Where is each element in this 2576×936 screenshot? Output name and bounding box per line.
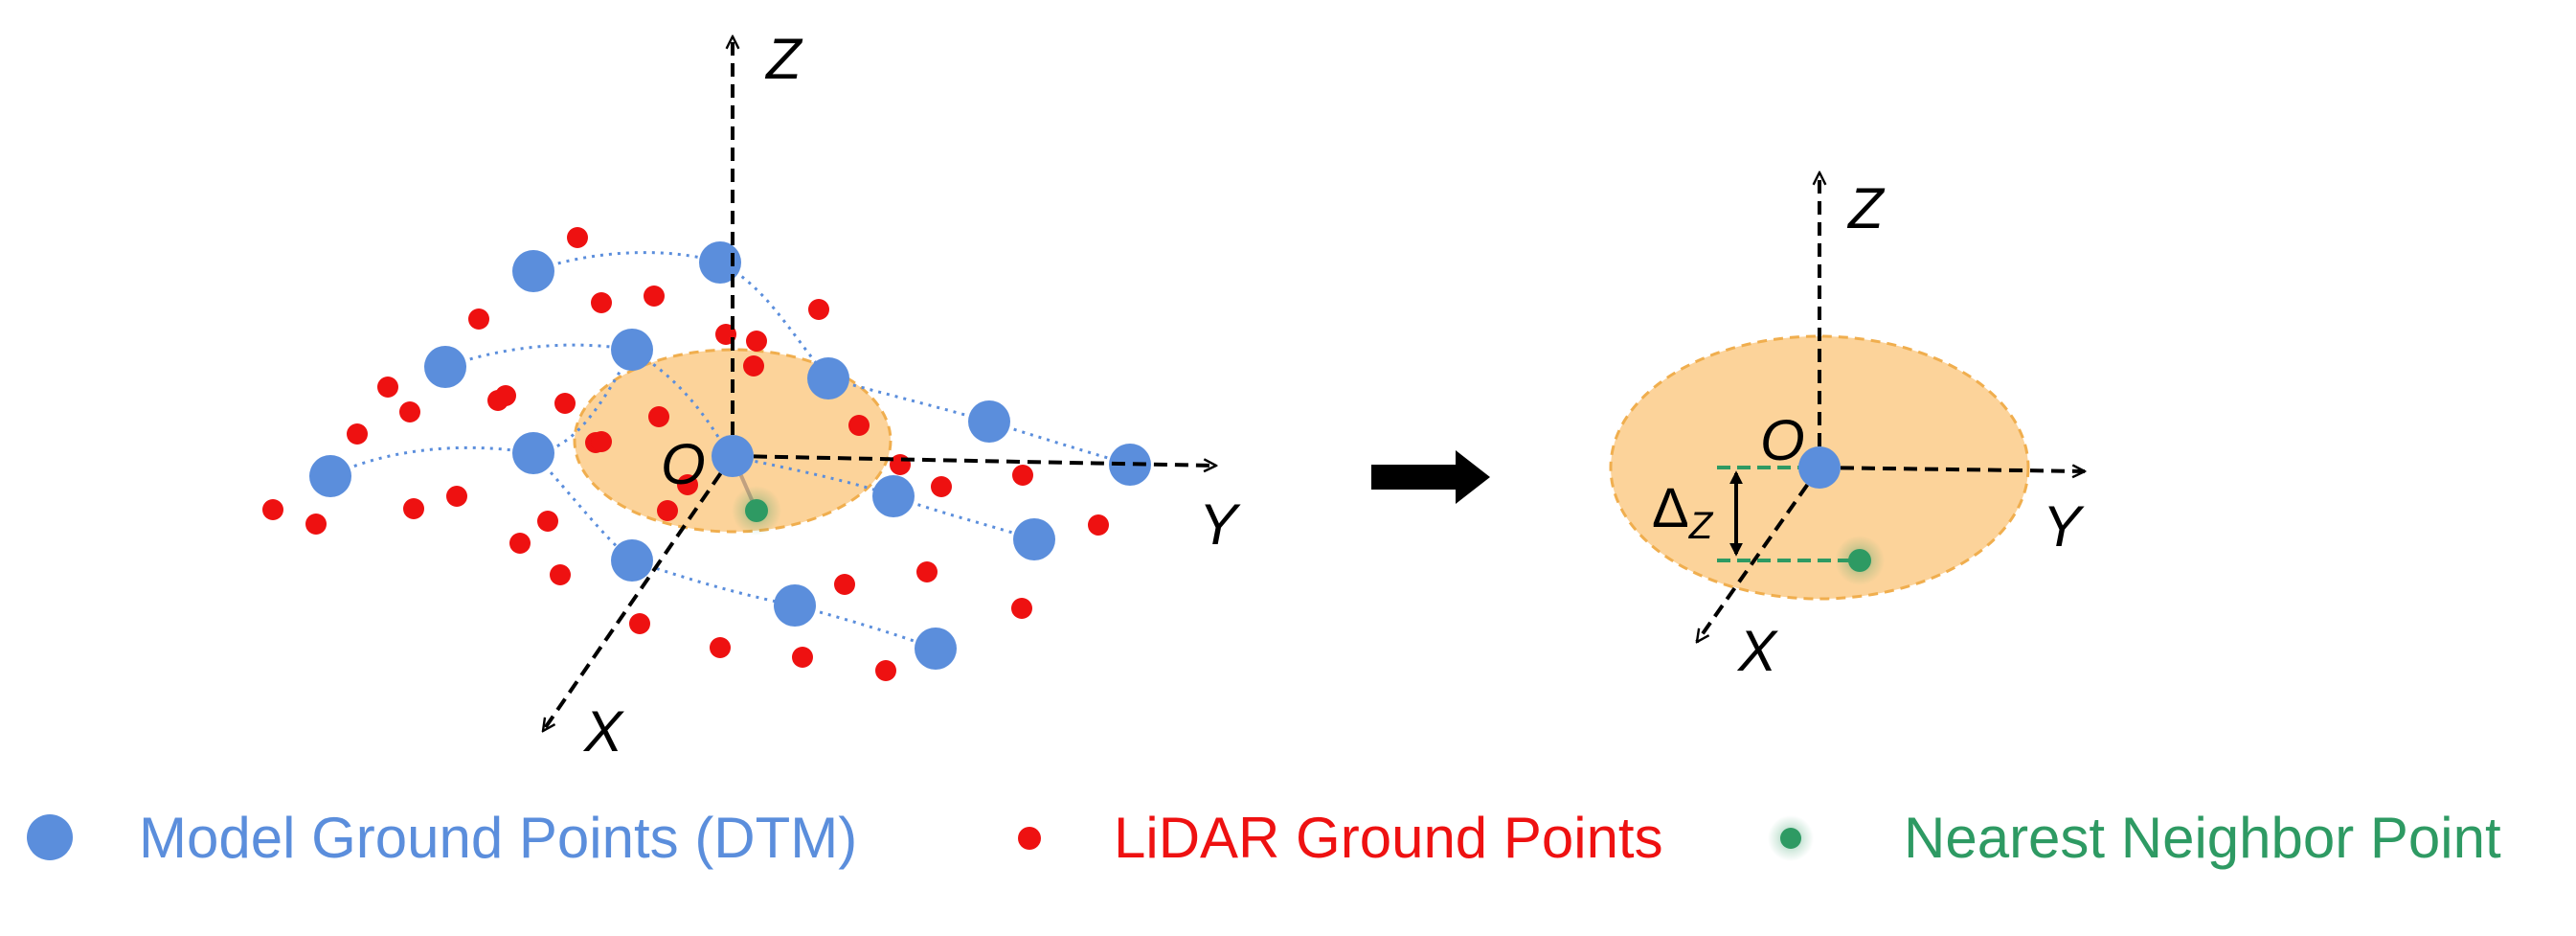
- dtm-point: [915, 628, 957, 670]
- lidar-point: [875, 660, 896, 681]
- lidar-point: [1011, 598, 1032, 619]
- right-y-label: Y: [2043, 494, 2085, 559]
- dtm-point: [611, 539, 653, 582]
- lidar-point: [644, 285, 665, 307]
- lidar-point: [377, 377, 398, 398]
- dtm-point: [424, 346, 466, 388]
- left-x-axis: [541, 454, 734, 731]
- legend-lidar-marker: [1018, 827, 1041, 850]
- lidar-point: [591, 292, 612, 313]
- lidar-point: [446, 486, 467, 507]
- lidar-point: [591, 431, 612, 452]
- dtm-point: [1013, 518, 1055, 560]
- lidar-point: [509, 533, 531, 554]
- legend-nearest-marker: [1780, 828, 1801, 849]
- right-x-axis: [1695, 466, 1821, 642]
- lidar-point: [677, 474, 698, 495]
- nearest-neighbor-point: [745, 499, 768, 522]
- lidar-point: [567, 227, 588, 248]
- lidar-point: [305, 514, 327, 535]
- lidar-point: [347, 423, 368, 445]
- dtm-point: [512, 250, 554, 292]
- lidar-point: [495, 385, 516, 406]
- lidar-point: [629, 613, 650, 634]
- lidar-point: [746, 331, 767, 352]
- right-figure: Z Y X O ΔZ: [1609, 172, 2085, 683]
- dtm-point: [968, 400, 1010, 443]
- lidar-point: [834, 574, 855, 595]
- dtm-point: [611, 329, 653, 371]
- lidar-point: [890, 454, 911, 475]
- right-nearest-neighbor-point: [1848, 549, 1871, 572]
- lidar-point: [931, 476, 952, 497]
- left-y-axis: [732, 454, 1216, 466]
- left-origin-label: O: [661, 432, 706, 496]
- lidar-point: [1088, 514, 1109, 536]
- legend-dtm-marker: [27, 814, 73, 860]
- right-origin-dtm-point: [1798, 446, 1841, 489]
- lidar-point: [916, 561, 938, 582]
- lidar-point: [848, 415, 870, 436]
- dtm-line: [329, 445, 534, 478]
- left-x-label: X: [582, 699, 624, 764]
- dtm-point: [774, 584, 816, 627]
- lidar-point: [537, 511, 558, 532]
- right-y-axis: [1819, 468, 2085, 471]
- lidar-point: [262, 499, 283, 520]
- delta-subscript: Z: [1688, 505, 1714, 547]
- delta-z-label: ΔZ: [1652, 477, 1714, 547]
- lidar-point: [808, 299, 829, 320]
- lidar-point: [792, 647, 813, 668]
- lidar-point: [468, 308, 489, 330]
- lidar-point: [399, 401, 420, 422]
- lidar-point: [554, 393, 576, 414]
- dtm-line: [444, 343, 633, 369]
- left-dtm-points: [309, 241, 1151, 670]
- dtm-point: [872, 475, 915, 517]
- lidar-point: [648, 406, 669, 427]
- right-z-label: Z: [1846, 176, 1886, 240]
- right-origin-label: O: [1760, 408, 1805, 472]
- legend-nearest-label: Nearest Neighbor Point: [1904, 806, 2501, 870]
- lidar-point: [550, 564, 571, 585]
- legend-dtm-label: Model Ground Points (DTM): [139, 806, 857, 870]
- dtm-line: [988, 420, 1131, 467]
- right-x-label: X: [1736, 619, 1778, 683]
- lidar-point: [743, 355, 764, 377]
- transition-arrow-icon: [1371, 450, 1490, 504]
- dtm-point: [309, 455, 351, 497]
- dtm-point: [807, 357, 849, 400]
- delta-symbol: Δ: [1652, 477, 1689, 539]
- dtm-line: [893, 494, 1035, 541]
- dtm-line: [729, 454, 894, 498]
- left-lidar-points: [262, 227, 1109, 681]
- lidar-point: [710, 637, 731, 658]
- dtm-point: [699, 241, 741, 284]
- legend-lidar-label: LiDAR Ground Points: [1114, 806, 1663, 870]
- left-origin-dtm-point: [712, 435, 754, 477]
- lidar-point: [1012, 465, 1033, 486]
- left-y-label: Y: [1199, 492, 1241, 557]
- dtm-line: [794, 604, 937, 651]
- left-z-label: Z: [764, 27, 803, 91]
- dtm-line: [532, 251, 721, 273]
- legend: Model Ground Points (DTM) LiDAR Ground P…: [27, 806, 2501, 870]
- lidar-point: [657, 500, 678, 521]
- dtm-point: [512, 432, 554, 474]
- lidar-point: [403, 498, 424, 519]
- dtm-point: [1109, 444, 1151, 486]
- left-figure: Z Y X O: [262, 27, 1241, 764]
